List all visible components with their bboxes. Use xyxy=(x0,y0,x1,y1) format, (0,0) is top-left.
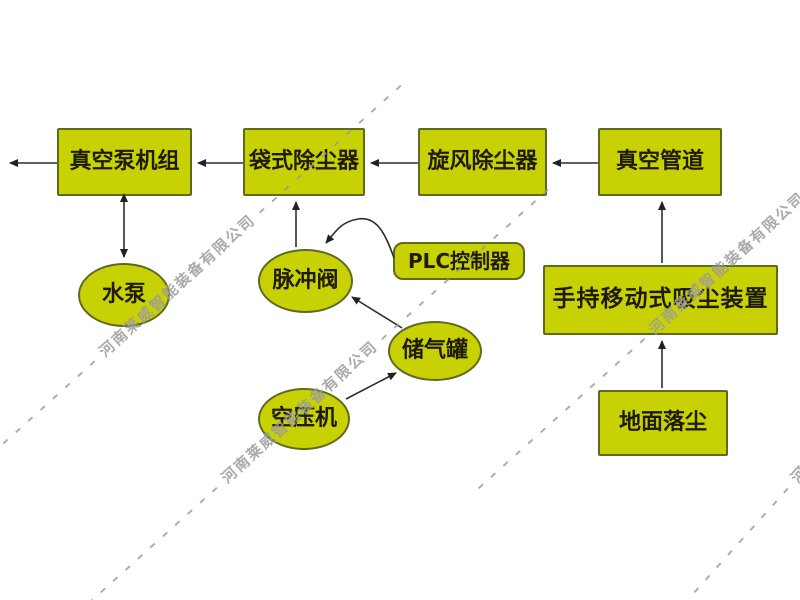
node-cyclone-filter: 旋风除尘器 xyxy=(418,128,547,196)
node-bag-filter: 袋式除尘器 xyxy=(243,128,365,196)
edge-compressor-to-gastank xyxy=(345,372,397,400)
node-gas-tank: 储气罐 xyxy=(388,321,482,381)
node-water-pump: 水泵 xyxy=(78,263,170,327)
node-pulse-valve: 脉冲阀 xyxy=(258,249,353,313)
node-air-compressor: 空压机 xyxy=(258,388,350,450)
node-ground-dust: 地面落尘 xyxy=(598,390,728,456)
edge-gastank-to-pulsevalve xyxy=(351,296,403,329)
edge-plc-to-pulsevalve xyxy=(325,217,395,259)
node-vacuum-pipe: 真空管道 xyxy=(598,128,722,196)
node-vacuum-pump-unit: 真空泵机组 xyxy=(57,128,192,196)
node-plc-controller: PLC控制器 xyxy=(393,242,525,280)
node-handheld-suction-device: 手持移动式吸尘装置 xyxy=(543,265,778,335)
